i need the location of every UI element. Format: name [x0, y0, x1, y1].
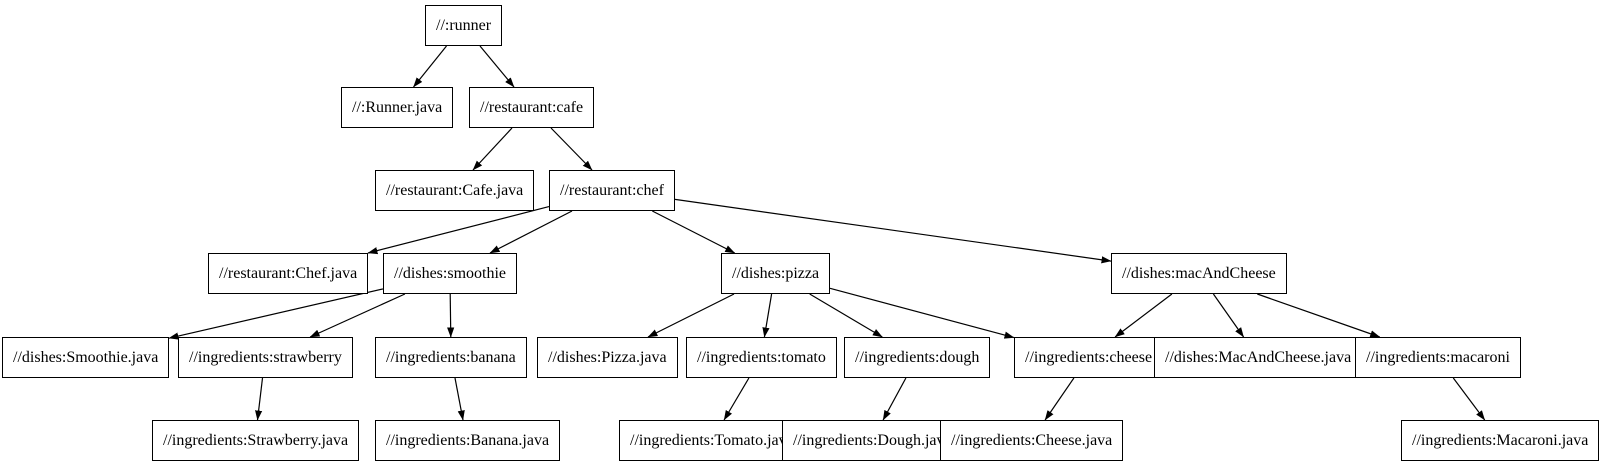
graph-node-cafe_java: //restaurant:Cafe.java: [375, 170, 535, 211]
edge-macaroni-to-macaroni_java: [1452, 377, 1486, 421]
graph-node-cafe: //restaurant:cafe: [469, 87, 595, 128]
graph-node-runner_java: //:Runner.java: [341, 87, 454, 128]
graph-node-chef_java: //restaurant:Chef.java: [208, 253, 369, 294]
edge-cafe-to-cafe_java: [472, 127, 513, 171]
graph-node-mac_and_cheese: //dishes:macAndCheese: [1111, 253, 1287, 294]
edge-runner-to-runner_java: [413, 45, 447, 88]
edge-mac_and_cheese-to-macaroni: [1257, 293, 1381, 338]
edge-cafe-to-chef: [550, 127, 593, 171]
edge-smoothie-to-banana: [447, 293, 455, 338]
graph-node-tomato: //ingredients:tomato: [686, 337, 837, 378]
edge-chef-to-pizza: [652, 210, 736, 254]
graph-node-banana: //ingredients:banana: [375, 337, 527, 378]
edge-smoothie-to-smoothie_java: [168, 288, 384, 340]
edge-chef-to-chef_java: [367, 206, 550, 255]
edge-mac_and_cheese-to-cheese: [1114, 293, 1173, 338]
edge-tomato-to-tomato_java: [723, 377, 750, 421]
edge-runner-to-cafe: [479, 45, 515, 88]
edge-chef-to-mac_and_cheese: [674, 198, 1112, 264]
edge-cheese-to-cheese_java: [1044, 377, 1075, 421]
graph-node-strawberry_java: //ingredients:Strawberry.java: [152, 420, 360, 461]
edge-pizza-to-cheese: [829, 287, 1015, 339]
graph-node-pizza: //dishes:pizza: [721, 253, 831, 294]
graph-node-mac_and_cheese_java: //dishes:MacAndCheese.java: [1154, 337, 1363, 378]
edge-banana-to-banana_java: [454, 377, 465, 421]
edge-pizza-to-dough: [809, 293, 883, 338]
graph-node-pizza_java: //dishes:Pizza.java: [537, 337, 678, 378]
graph-node-cheese_java: //ingredients:Cheese.java: [940, 420, 1124, 461]
graph-node-cheese: //ingredients:cheese: [1014, 337, 1164, 378]
graph-node-macaroni_java: //ingredients:Macaroni.java: [1401, 420, 1600, 461]
graph-node-smoothie: //dishes:smoothie: [383, 253, 517, 294]
edge-pizza-to-pizza_java: [647, 293, 735, 338]
graph-node-runner: //:runner: [425, 5, 503, 46]
edge-dough-to-dough_java: [882, 377, 907, 421]
graph-node-chef: //restaurant:chef: [549, 170, 675, 211]
edge-mac_and_cheese-to-mac_and_cheese_java: [1212, 293, 1245, 338]
edge-smoothie-to-strawberry: [309, 293, 406, 338]
edge-group: [168, 45, 1486, 421]
graph-node-macaroni: //ingredients:macaroni: [1355, 337, 1521, 378]
graph-node-smoothie_java: //dishes:Smoothie.java: [2, 337, 170, 378]
graph-node-banana_java: //ingredients:Banana.java: [375, 420, 561, 461]
graph-node-dough_java: //ingredients:Dough.java: [782, 420, 963, 461]
edge-strawberry-to-strawberry_java: [255, 377, 264, 421]
graph-node-strawberry: //ingredients:strawberry: [178, 337, 353, 378]
edge-chef-to-smoothie: [489, 210, 573, 254]
graph-node-tomato_java: //ingredients:Tomato.java: [619, 420, 805, 461]
graph-node-dough: //ingredients:dough: [844, 337, 991, 378]
edge-pizza-to-tomato: [762, 293, 773, 338]
